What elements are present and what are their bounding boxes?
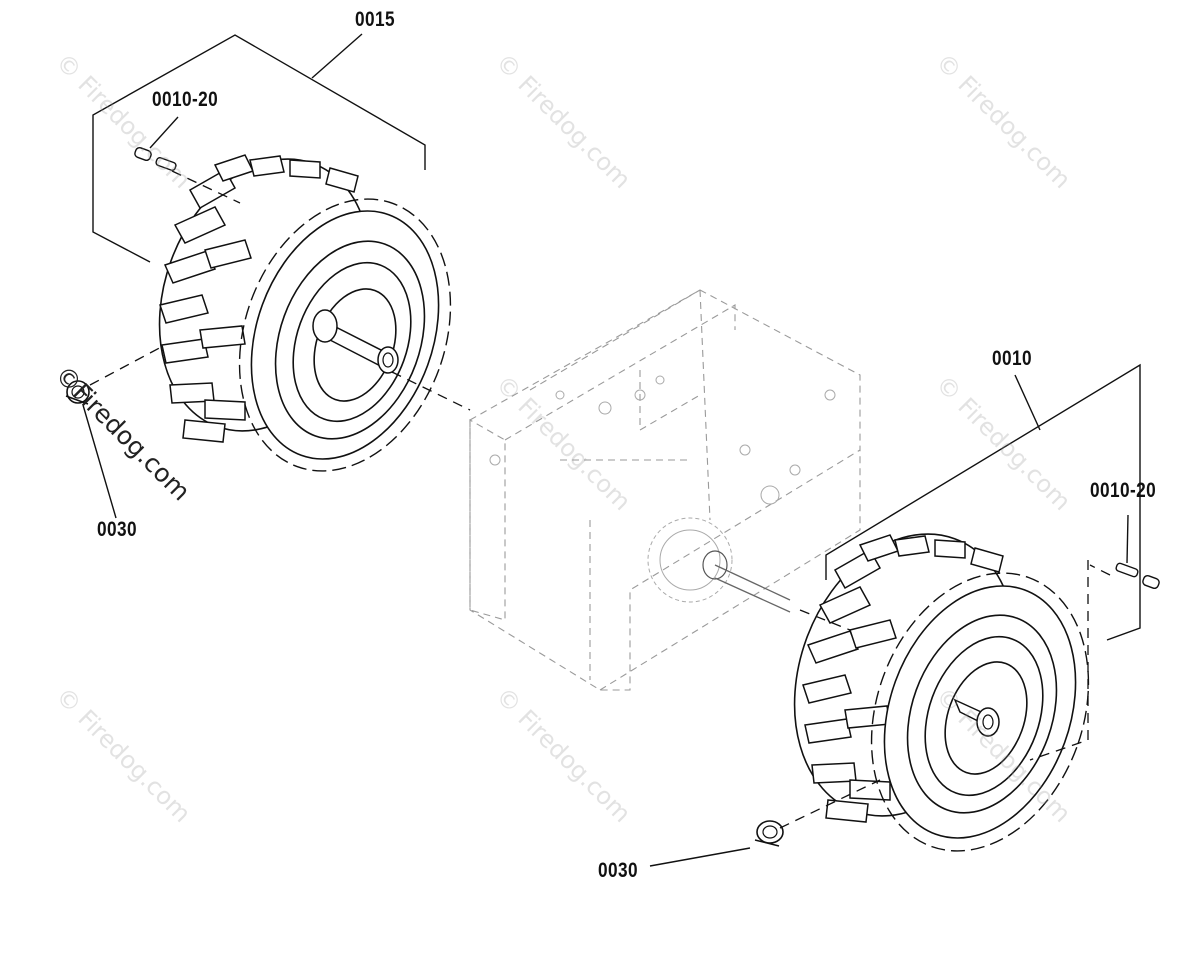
left-clip (65, 380, 90, 405)
callout-0010-20-left: 0010-20 (152, 88, 219, 111)
callout-0010: 0010 (992, 347, 1032, 370)
chassis-frame-ghost (469, 289, 861, 691)
left-valve-stem (134, 146, 177, 172)
leader-lines (82, 33, 1141, 867)
callout-0010-20-right: 0010-20 (1090, 479, 1157, 502)
alignment-dashes (89, 170, 1111, 829)
right-wheel (793, 533, 1090, 852)
left-wheel (158, 154, 452, 472)
callout-0030-left: 0030 (97, 518, 137, 541)
right-clip (754, 820, 784, 847)
right-valve-stem (1115, 562, 1160, 590)
callout-0015: 0015 (355, 8, 395, 31)
callout-0030-right: 0030 (598, 859, 638, 882)
